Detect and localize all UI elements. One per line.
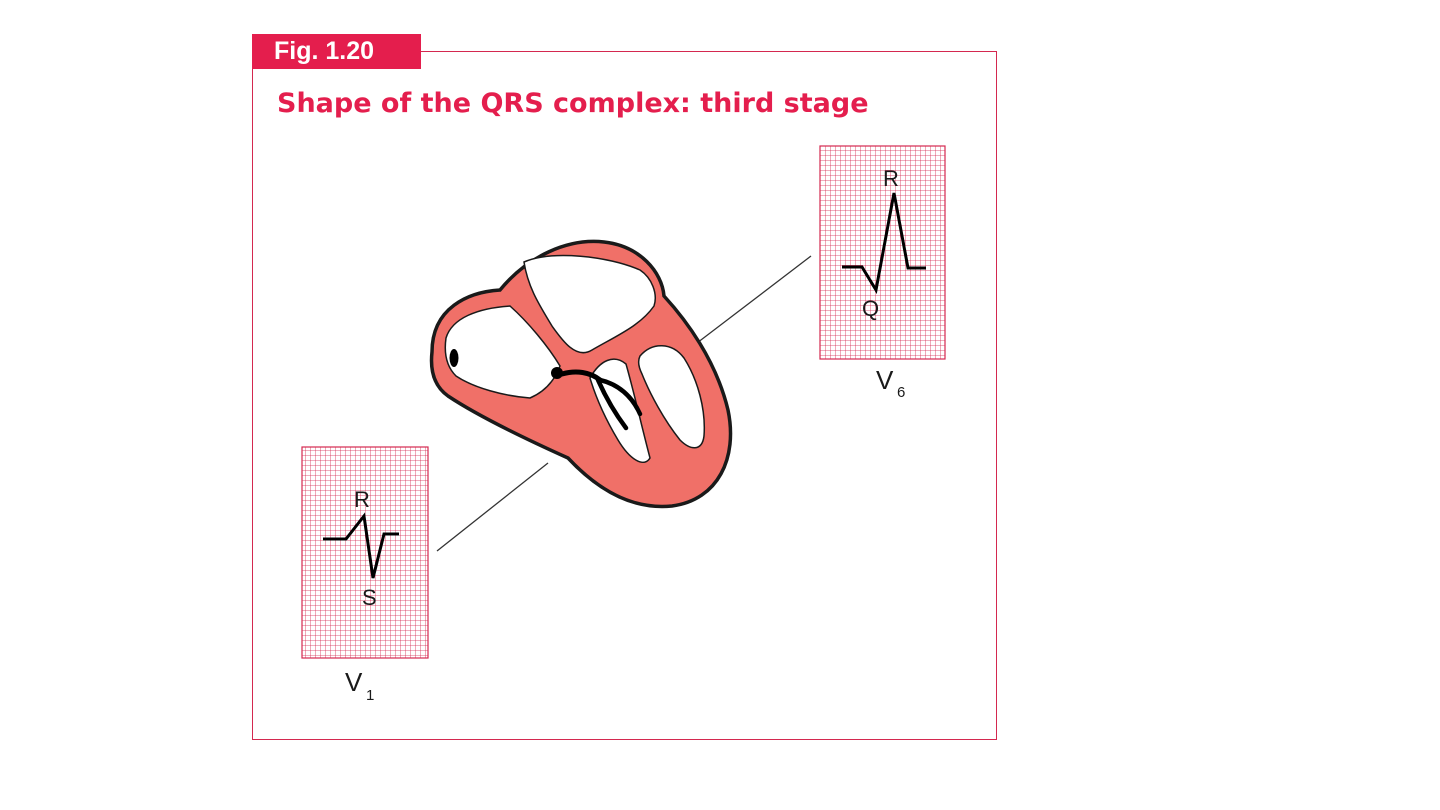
v1-r-wave-label: R [354, 487, 370, 512]
sinoatrial-node [449, 349, 459, 367]
v6-lead-number: 6 [897, 384, 905, 401]
figure-label: Fig. 1.20 [252, 34, 421, 69]
right-bundle-branch [595, 377, 629, 431]
v6-ecg-strip: R Q [819, 145, 946, 360]
left-atrium-chamber [523, 254, 656, 354]
v6-r-wave-label: R [883, 166, 899, 191]
v1-qrs-trace [323, 512, 399, 579]
right-atrium-chamber [444, 305, 561, 399]
figure-frame [252, 51, 997, 740]
v1-ecg-strip: R S [301, 446, 429, 659]
v6-lead-name: V 6 [876, 365, 905, 401]
left-ventricle-chamber [637, 345, 706, 449]
v1-lead-line [436, 462, 549, 552]
v1-lead-name: V 1 [345, 667, 374, 704]
v6-qrs-trace [842, 192, 926, 295]
left-bundle-branch [597, 377, 643, 417]
heart-illustration [429, 239, 733, 509]
v6-lead-line [696, 255, 812, 344]
v1-lead-number: 1 [366, 687, 374, 704]
atrioventricular-node [551, 367, 563, 379]
v1-grid-paper [301, 446, 429, 659]
v6-q-wave-label: Q [862, 296, 879, 321]
v6-lead-letter: V [876, 365, 894, 395]
right-ventricle-chamber [589, 358, 651, 463]
v1-lead-letter: V [345, 667, 363, 697]
figure-title: Shape of the QRS complex: third stage [277, 88, 869, 119]
v1-s-wave-label: S [362, 585, 377, 610]
